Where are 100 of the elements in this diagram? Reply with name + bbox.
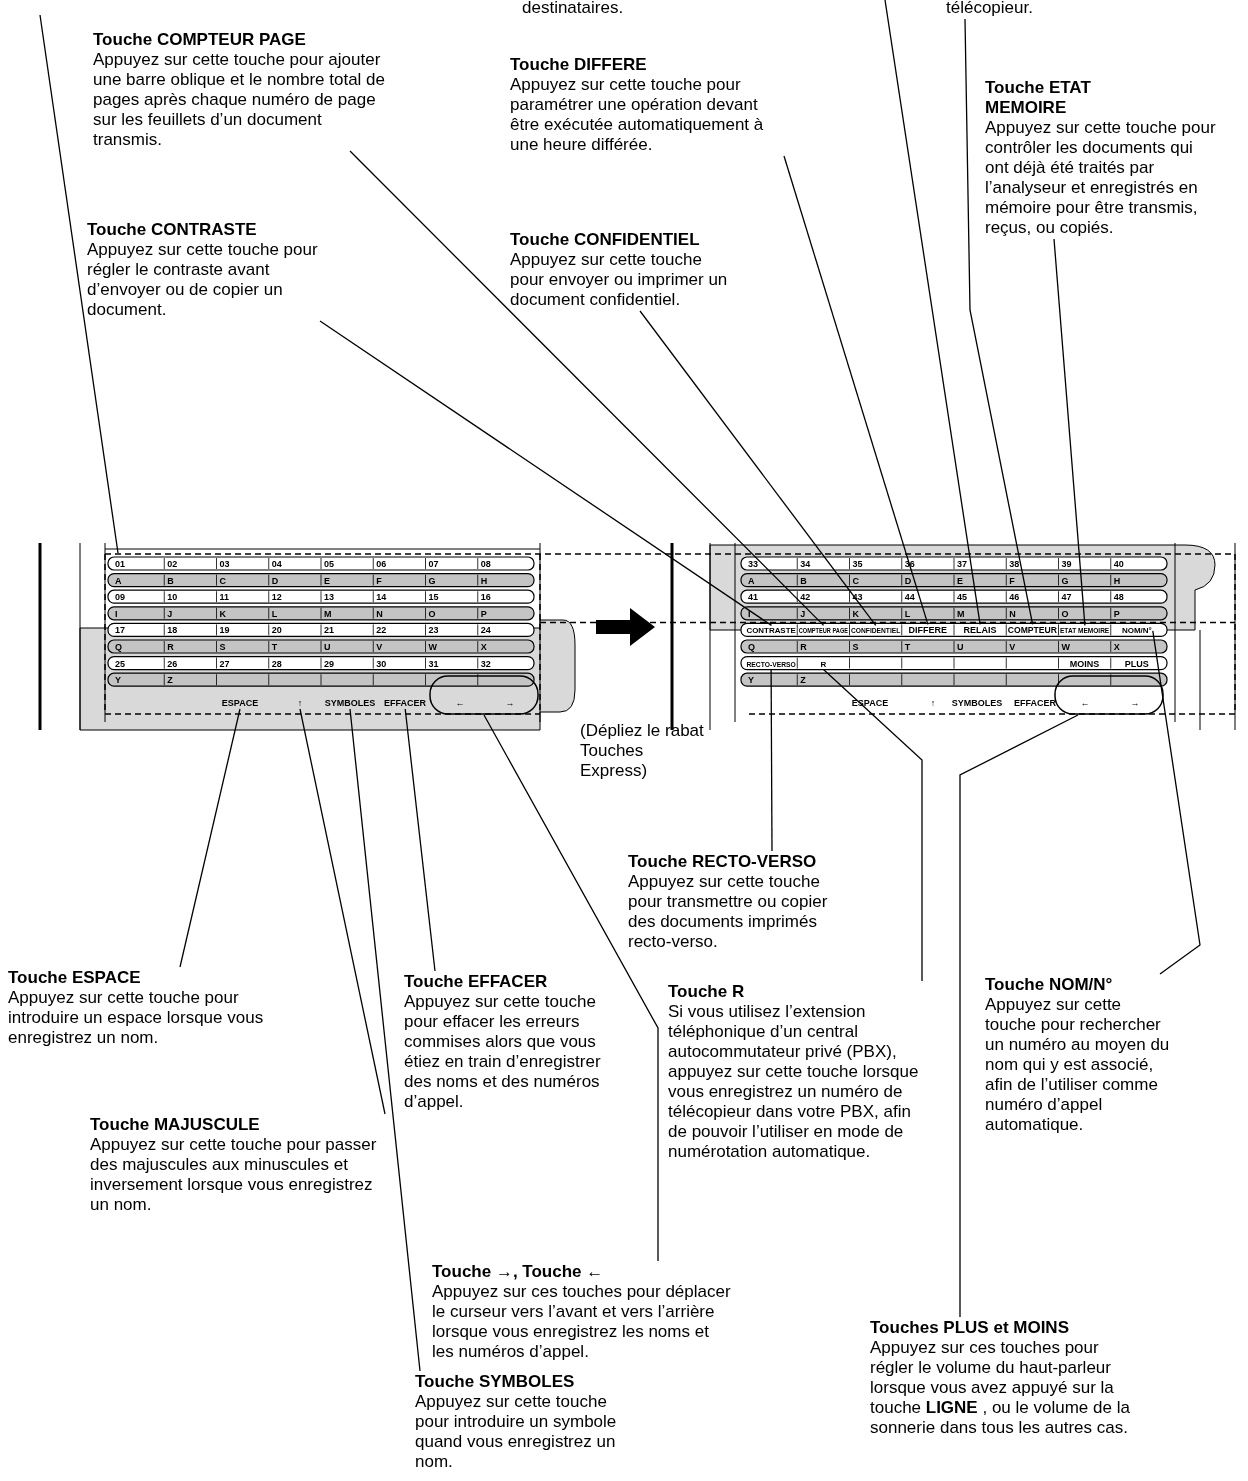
key-label: B bbox=[167, 575, 174, 586]
leader-line bbox=[1053, 238, 1086, 627]
key-label: C bbox=[219, 575, 226, 586]
key-label: U bbox=[324, 642, 331, 652]
callout-text: Appuyez sur cette touche pour introduire un symbole quand vous enregistrez un nom. bbox=[415, 1392, 618, 1472]
key-label: C bbox=[852, 575, 859, 586]
key-label: 46 bbox=[1009, 592, 1020, 603]
key-label: ↑ bbox=[930, 698, 936, 708]
leader-line bbox=[483, 714, 659, 1262]
rounded-outline bbox=[1054, 675, 1164, 715]
key-label: 35 bbox=[852, 559, 863, 569]
key-label: I bbox=[115, 608, 118, 619]
callout-heading: Touche EFFACER bbox=[404, 972, 549, 992]
key-label: RECTO-VERSO bbox=[746, 659, 806, 669]
key-label: H bbox=[480, 575, 488, 586]
key-label: L bbox=[904, 608, 911, 619]
key-label: COMPTEUR bbox=[1007, 625, 1060, 636]
key-label: L bbox=[271, 608, 278, 619]
key-label: 27 bbox=[219, 658, 230, 669]
callout-text: Appuyez sur cette touche pour rechercher un numéro au moyen du nom qui y est associé, afin de l’utiliser comme numéro d’appel automatique. bbox=[985, 995, 1170, 1135]
key-label: I bbox=[748, 608, 751, 619]
key-label: P bbox=[480, 608, 487, 619]
key-label: 30 bbox=[376, 658, 387, 669]
leader-line bbox=[299, 708, 386, 1115]
key-label: 21 bbox=[324, 625, 334, 636]
key-label: 03 bbox=[219, 559, 230, 569]
key-label: 25 bbox=[115, 658, 125, 669]
key-label: → bbox=[505, 698, 515, 708]
callout-heading: Touche NOM/N° bbox=[985, 975, 1114, 995]
key-label: 26 bbox=[167, 658, 178, 669]
key-label: 39 bbox=[1061, 559, 1072, 569]
key-label: NOM/N° bbox=[1121, 626, 1152, 636]
key-label: ↑ bbox=[297, 698, 303, 708]
key-label: G bbox=[428, 575, 436, 586]
callout-heading: Touche SYMBOLES bbox=[415, 1372, 576, 1392]
leader-line bbox=[319, 320, 773, 627]
key-label: J bbox=[800, 608, 806, 619]
key-label: 24 bbox=[480, 625, 491, 636]
callout-text: Appuyez sur cette touche pour introduire un espace lorsque vous enregistrez un nom. bbox=[8, 988, 265, 1048]
key-label: SYMBOLES bbox=[951, 698, 1003, 708]
key-label: 32 bbox=[480, 658, 491, 669]
key-label: RELAIS bbox=[963, 625, 997, 636]
key-label: MOINS bbox=[1069, 658, 1100, 669]
key-label: 04 bbox=[271, 559, 282, 569]
callout-text: Appuyez sur cette touche pour envoyer ou imprimer un document confidentiel. bbox=[510, 250, 729, 310]
key-label: X bbox=[480, 642, 487, 652]
key-label: 47 bbox=[1061, 592, 1072, 603]
key-label: ← bbox=[455, 698, 465, 708]
key-label: S bbox=[219, 642, 226, 652]
key-label: 29 bbox=[324, 658, 334, 669]
callout-heading: Touche CONFIDENTIEL bbox=[510, 230, 701, 250]
callout-heading: Touche COMPTEUR PAGE bbox=[93, 30, 307, 50]
callout-text: Appuyez sur cette touche pour effacer les erreurs commises alors que vous étiez en train d’enregistrer des noms et des numéros d’appel. bbox=[404, 992, 602, 1112]
key-label: 23 bbox=[428, 625, 439, 636]
key-label: V bbox=[1009, 642, 1016, 652]
rounded-outline bbox=[429, 675, 539, 715]
key-label: R bbox=[167, 642, 174, 652]
callout-text: Appuyez sur cette touche pour contrôler les documents qui ont déjà été traités par l’analyseur et enregistrés en mémoire pour être transmis, reçus, ou copiés. bbox=[985, 118, 1217, 238]
key-label: 48 bbox=[1113, 592, 1124, 603]
callout-text: Appuyez sur cette touche pour paramétrer une opération devant être exécutée automatiquement à une heure différée. bbox=[510, 75, 765, 155]
key-label: K bbox=[852, 608, 859, 619]
key-label: 45 bbox=[957, 592, 967, 603]
key-label: W bbox=[1061, 642, 1070, 652]
leader-line bbox=[404, 708, 436, 972]
key-label: V bbox=[376, 642, 383, 652]
callout-heading: Touche R bbox=[668, 982, 746, 1002]
key-label: N bbox=[1009, 608, 1016, 619]
key-label: E bbox=[324, 575, 330, 586]
key-label: 22 bbox=[376, 625, 387, 636]
key-label: 12 bbox=[271, 592, 282, 603]
key-label: W bbox=[428, 642, 437, 652]
callout-heading: Touche CONTRASTE bbox=[87, 220, 258, 240]
key-label: 08 bbox=[480, 559, 491, 569]
key-label: 16 bbox=[480, 592, 491, 603]
key-label: DIFFERE bbox=[908, 625, 948, 636]
key-label: J bbox=[167, 608, 173, 619]
key-label: 41 bbox=[748, 592, 758, 603]
key-label: ESPACE bbox=[221, 698, 259, 708]
key-label: O bbox=[1061, 608, 1069, 619]
leader-line bbox=[349, 708, 421, 1372]
key-label: SYMBOLES bbox=[324, 698, 376, 708]
key-label: ETAT MEMOIRE bbox=[1060, 626, 1121, 636]
key-label: 37 bbox=[957, 559, 967, 569]
key-label: T bbox=[904, 642, 911, 652]
key-label: Q bbox=[748, 642, 755, 652]
key-label: 09 bbox=[115, 592, 125, 603]
key-label: 34 bbox=[800, 559, 811, 569]
callout-text: Appuyez sur cette touche pour transmettre ou copier des documents imprimés recto-verso. bbox=[628, 872, 829, 952]
key-label: Y bbox=[748, 675, 754, 686]
callout-heading: Touches PLUS et MOINS bbox=[870, 1318, 1070, 1338]
key-label: P bbox=[1113, 608, 1120, 619]
leader-line bbox=[639, 310, 877, 627]
key-label: Z bbox=[800, 675, 806, 686]
key-label: B bbox=[800, 575, 807, 586]
callout-text: Appuyez sur cette touche pour passer des majuscules aux minuscules et inversement lorsque vous enregistrez un nom. bbox=[90, 1135, 378, 1215]
key-label: M bbox=[957, 608, 965, 619]
key-label: ← bbox=[1080, 698, 1090, 708]
leader-line bbox=[770, 668, 773, 852]
callout-text: Appuyez sur cette touche pour régler le contraste avant d’envoyer ou de copier un document. bbox=[87, 240, 319, 320]
key-label: E bbox=[957, 575, 963, 586]
